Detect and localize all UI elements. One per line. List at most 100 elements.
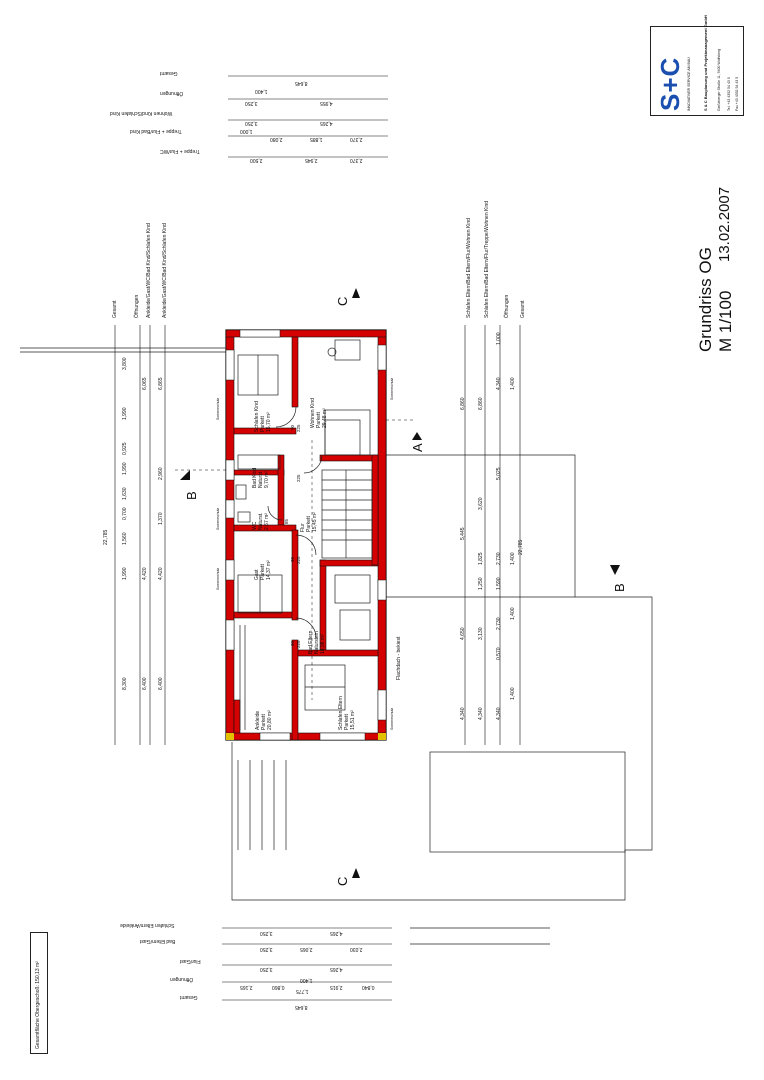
dim-value: 2,730 (496, 617, 502, 630)
company-fax: Fax +43 4352 54 43 5 (735, 76, 739, 111)
dim-value: 1,400 (255, 88, 268, 94)
company-logo: S+C (655, 56, 685, 111)
dim-value: 2,030 (350, 946, 363, 952)
dim-value: 2,165 (240, 984, 253, 990)
dim-value: 3,250 (245, 120, 258, 126)
dim-value: 6,065 (142, 377, 148, 390)
section-marker-c-top: C (335, 296, 350, 306)
dim-row-bottom-label: Schlafen Eltern/Ankleide (120, 922, 175, 928)
dim-value: 4,340 (460, 707, 466, 720)
dim-value: 8,300 (122, 677, 128, 690)
dim-value: 0,840 (362, 984, 375, 990)
flat-roof-label: Flachdach - bekiest (396, 636, 402, 680)
door-dim: 90 (290, 424, 295, 430)
dim-value: 3,130 (478, 627, 484, 640)
dim-value: 1,400 (300, 977, 313, 983)
roof-outlines (20, 347, 653, 901)
dim-value: 1,825 (478, 552, 484, 565)
sonnenschutz-label: Sonnenschutz (216, 567, 220, 590)
dim-row-bottom-label: Flur/Gast (180, 958, 201, 964)
dim-value: 1,250 (478, 577, 484, 590)
dim-value: 2,915 (330, 984, 343, 990)
section-marker-b-left: B (184, 491, 199, 500)
company-phone: Tel. +43 4352 54 43 0 (727, 77, 731, 111)
dim-value: 4,650 (460, 627, 466, 640)
dim-value: 1,630 (122, 487, 128, 500)
dim-row-top-label: Wohnen Kind/Schlafen Kind (110, 110, 173, 116)
wall-interior (297, 649, 379, 657)
wall-interior (291, 529, 299, 621)
dim-value: 2,065 (300, 946, 313, 952)
section-marker-c-bottom: C (335, 876, 350, 886)
dim-value: 4,955 (320, 100, 333, 106)
dim-value: 2,960 (158, 467, 164, 480)
dim-value: 1,775 (296, 988, 309, 994)
total-area: Gesamtfläche Obergeschoß: 150,13 m² (35, 961, 41, 1049)
dim-value: 3,250 (260, 966, 273, 972)
sonnenschutz-label: Sonnenschutz (390, 707, 394, 730)
dim-value: 1,000 (496, 332, 502, 345)
dim-value: 1,560 (122, 532, 128, 545)
sonnenschutz-label: Sonnenschutz (390, 377, 394, 400)
dim-value: 22,785 (103, 529, 109, 545)
dim-col-right-label: Gesamt (520, 300, 526, 318)
dim-value: 4,340 (478, 707, 484, 720)
dim-value: 4,340 (496, 707, 502, 720)
dim-col-left-label: Ankleide/Gast/WC/Bad Kind/Schlafen Kind (146, 223, 152, 318)
company-tagline: INNOVATIVER SERVICE AM BAU (687, 57, 691, 111)
door-dim: 225 (296, 556, 301, 564)
dim-value: 3,250 (260, 946, 273, 952)
dim-value: 2,080 (270, 136, 283, 142)
dim-value: 1,990 (122, 407, 128, 420)
wall-north (225, 329, 235, 741)
dim-value: 6,865 (158, 377, 164, 390)
dim-value: 2,370 (350, 157, 363, 163)
dim-row-bottom-label: Bad Eltern/Gast (140, 938, 176, 944)
dim-row-bottom-label: Öffnungen (170, 976, 194, 982)
section-marker-b-right: B (612, 583, 627, 592)
door-dim: 85 (284, 518, 289, 524)
dim-value: 1,990 (122, 567, 128, 580)
dim-value: 4,265 (330, 966, 343, 972)
dim-value: 0,860 (272, 984, 285, 990)
dim-value: 4,340 (496, 377, 502, 390)
dim-col-right-label: Schlafen Eltern/Bad Eltern/Flur/Treppe/W… (484, 200, 490, 318)
dim-value: 5,445 (460, 527, 466, 540)
door-dim: 225 (296, 474, 301, 482)
dim-value: 0,925 (122, 442, 128, 455)
title-date: 13.02.2007 (716, 186, 733, 262)
door-dim: 225 (296, 424, 301, 432)
door-swings (267, 406, 323, 639)
dim-col-left-label: Gesamt (112, 300, 118, 318)
company-address: Gießeberger Straße 11, 9400 Wolfsberg (717, 48, 721, 111)
dimension-lines (114, 75, 550, 1001)
sonnenschutz-label: Sonnenschutz (216, 397, 220, 420)
dim-value: 2,730 (496, 552, 502, 565)
dim-value: 0,570 (496, 647, 502, 660)
dim-value: 1,990 (122, 462, 128, 475)
dim-value: 6,860 (460, 397, 466, 410)
dim-value: 4,420 (142, 567, 148, 580)
dim-value: 1,590 (496, 577, 502, 590)
dim-value: 2,945 (305, 157, 318, 163)
dim-col-left-label: Öffnungen (134, 294, 140, 318)
section-markers (180, 288, 620, 878)
wall-east (225, 329, 387, 338)
dim-value: 4,420 (158, 567, 164, 580)
door-dim: 90 (290, 640, 295, 646)
title-line1: Grundriss OG (696, 247, 715, 352)
dim-value: 3,250 (260, 930, 273, 936)
dim-value: 22,785 (518, 539, 524, 555)
wall-interior (277, 454, 285, 526)
dim-value: 0,700 (122, 507, 128, 520)
wall-south (377, 329, 387, 741)
section-marker-a: A (410, 443, 425, 452)
